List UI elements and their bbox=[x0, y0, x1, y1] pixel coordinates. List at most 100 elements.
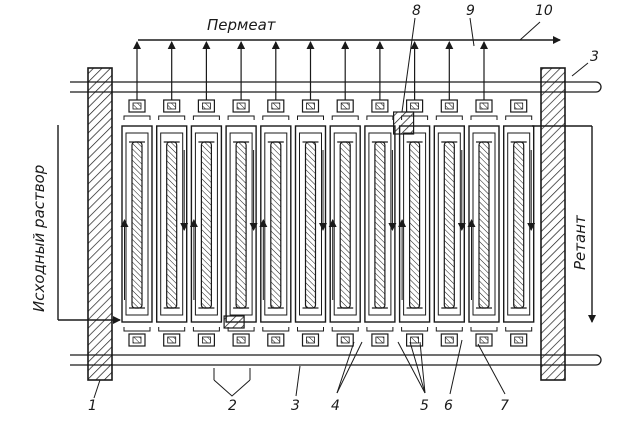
bottom-seal-core bbox=[167, 336, 177, 344]
bottom-seal bbox=[336, 333, 354, 347]
callout-3-bottom: 3 bbox=[291, 398, 300, 414]
membrane-element bbox=[270, 141, 282, 309]
bottom-gasket bbox=[192, 327, 220, 332]
top-gasket bbox=[505, 115, 533, 120]
bottom-seal bbox=[267, 333, 285, 347]
top-gasket bbox=[262, 115, 290, 120]
top-gasket bbox=[297, 115, 324, 120]
bottom-seal-core bbox=[514, 336, 524, 344]
top-tie-rod bbox=[70, 81, 602, 93]
top-gasket bbox=[192, 115, 220, 120]
right-end-plate bbox=[540, 67, 566, 381]
membrane-element bbox=[131, 141, 143, 309]
bottom-seal bbox=[301, 333, 320, 347]
bottom-tie-rod bbox=[70, 354, 602, 366]
plate-unit bbox=[189, 41, 223, 347]
bottom-seal-core bbox=[132, 336, 142, 344]
top-seal-core bbox=[167, 102, 177, 110]
retentate-label: Ретант bbox=[571, 214, 589, 270]
top-gasket bbox=[470, 115, 498, 120]
top-gasket bbox=[227, 115, 255, 120]
bottom-gasket bbox=[227, 327, 255, 332]
plate-stack bbox=[120, 41, 536, 347]
permeate-label: Пермеат bbox=[207, 16, 277, 34]
callout-9: 9 bbox=[466, 3, 475, 19]
bottom-seal bbox=[197, 333, 215, 347]
membrane-element bbox=[513, 141, 525, 309]
membrane-element bbox=[166, 141, 178, 309]
bottom-gasket bbox=[470, 327, 498, 332]
plate-unit bbox=[225, 41, 258, 347]
callout-1: 1 bbox=[88, 398, 97, 414]
plate-unit bbox=[328, 41, 361, 347]
membrane-element bbox=[235, 141, 247, 309]
plate-unit bbox=[294, 41, 327, 347]
bottom-gasket bbox=[331, 327, 359, 332]
bottom-seal-core bbox=[479, 336, 489, 344]
bottom-gasket bbox=[123, 327, 151, 332]
callout-3-top: 3 bbox=[590, 49, 599, 65]
bottom-seal-core bbox=[236, 336, 246, 344]
bottom-gasket bbox=[262, 327, 290, 332]
top-seal-core bbox=[444, 102, 454, 110]
top-seal-core bbox=[375, 102, 385, 110]
bottom-seal bbox=[128, 333, 146, 347]
top-seal-core bbox=[340, 102, 350, 110]
membrane-element bbox=[443, 141, 455, 309]
retentate-flow-arrow bbox=[532, 125, 596, 323]
bottom-seal bbox=[406, 333, 424, 347]
bottom-gasket bbox=[366, 327, 394, 332]
section-divider-top bbox=[393, 111, 415, 135]
top-seal bbox=[510, 99, 528, 113]
left-end-plate bbox=[87, 67, 113, 381]
bottom-seal-core bbox=[410, 336, 420, 344]
bottom-seal-core bbox=[306, 336, 315, 344]
bottom-seal bbox=[163, 333, 181, 347]
top-seal-core bbox=[236, 102, 246, 110]
bottom-seal bbox=[510, 333, 528, 347]
membrane-element bbox=[478, 141, 490, 309]
bottom-gasket bbox=[505, 327, 533, 332]
top-seal-core bbox=[271, 102, 281, 110]
bottom-gasket bbox=[435, 327, 463, 332]
plate-unit bbox=[155, 41, 189, 347]
plate-unit bbox=[467, 41, 500, 347]
callout-10: 10 bbox=[535, 3, 553, 19]
plate-unit bbox=[364, 41, 397, 347]
bottom-gasket bbox=[401, 327, 429, 332]
bottom-seal-core bbox=[375, 336, 385, 344]
top-gasket bbox=[158, 115, 186, 120]
bottom-seal-core bbox=[340, 336, 350, 344]
bottom-seal bbox=[232, 333, 250, 347]
top-seal-core bbox=[410, 102, 420, 110]
callout-8: 8 bbox=[412, 3, 421, 19]
top-seal-core bbox=[132, 102, 142, 110]
top-gasket bbox=[366, 115, 394, 120]
top-seal-core bbox=[514, 102, 524, 110]
callout-7: 7 bbox=[500, 398, 509, 414]
bottom-seal-core bbox=[271, 336, 281, 344]
top-seal-core bbox=[479, 102, 489, 110]
plate-unit bbox=[433, 41, 466, 347]
top-gasket bbox=[331, 115, 359, 120]
feed-flow-arrow bbox=[57, 125, 121, 324]
bottom-seal bbox=[440, 333, 458, 347]
feed-label: Исходный раствор bbox=[30, 165, 48, 312]
plate-unit bbox=[120, 41, 153, 347]
bottom-seal-core bbox=[201, 336, 211, 344]
callout-2: 2 bbox=[228, 398, 237, 414]
membrane-element bbox=[339, 141, 351, 309]
bottom-seal bbox=[475, 333, 493, 347]
membrane-element bbox=[200, 141, 212, 309]
callout-5: 5 bbox=[420, 398, 429, 414]
top-gasket bbox=[123, 115, 151, 120]
top-seal-core bbox=[201, 102, 211, 110]
section-divider-bottom bbox=[223, 315, 245, 329]
callout-4: 4 bbox=[331, 398, 340, 414]
top-seal-core bbox=[306, 102, 315, 110]
plate-unit bbox=[398, 41, 431, 347]
bottom-gasket bbox=[158, 327, 186, 332]
bottom-seal bbox=[371, 333, 389, 347]
membrane-element bbox=[374, 141, 386, 309]
